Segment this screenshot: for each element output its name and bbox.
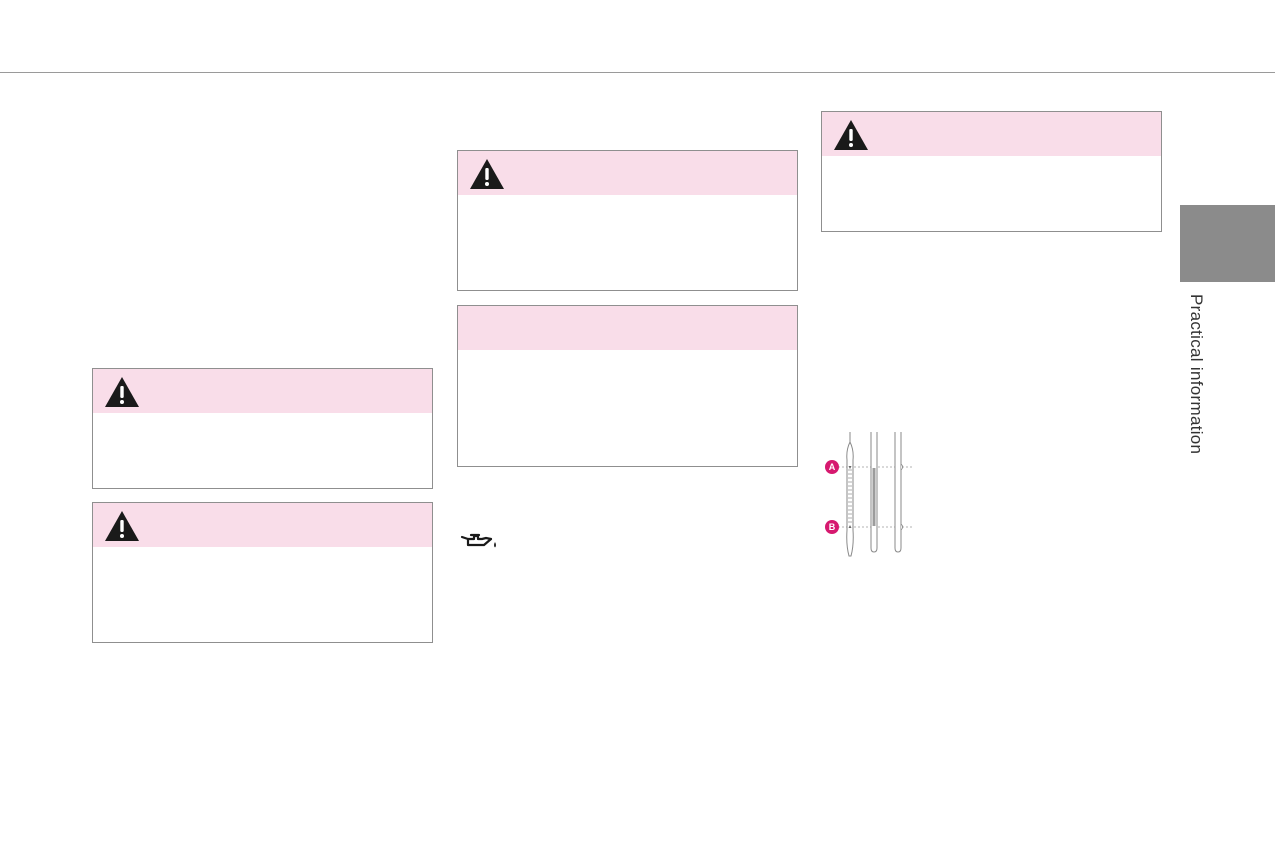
- warning-box: [457, 150, 798, 291]
- notice-box: [457, 305, 798, 467]
- warning-box: [821, 111, 1162, 232]
- dipstick-diagram: [825, 432, 912, 557]
- box-edge-mark: [457, 382, 458, 390]
- oil-pressure-icon: [460, 533, 496, 548]
- warning-box: [92, 502, 433, 643]
- warning-triangle-icon: [105, 511, 139, 541]
- warning-box-header: [822, 112, 1161, 156]
- warning-box-header: [458, 151, 797, 195]
- warning-triangle-icon: [105, 377, 139, 407]
- box-edge-mark: [432, 424, 433, 433]
- box-edge-mark: [92, 424, 93, 433]
- notice-box-header: [458, 306, 797, 350]
- box-edge-mark: [92, 568, 93, 577]
- dipstick-marker-a: A: [828, 462, 836, 472]
- warning-box: [92, 368, 433, 489]
- box-edge-mark: [457, 216, 458, 225]
- header-divider: [0, 72, 1275, 73]
- dipstick-marker-b: B: [828, 522, 836, 532]
- warning-triangle-icon: [834, 120, 868, 150]
- box-edge-mark: [432, 568, 433, 577]
- warning-triangle-icon: [470, 159, 504, 189]
- box-edge-mark: [797, 382, 798, 390]
- section-label: Practical information: [1187, 294, 1206, 455]
- warning-box-header: [93, 369, 432, 413]
- box-edge-mark: [797, 216, 798, 225]
- section-tab: [1180, 205, 1275, 282]
- warning-box-header: [93, 503, 432, 547]
